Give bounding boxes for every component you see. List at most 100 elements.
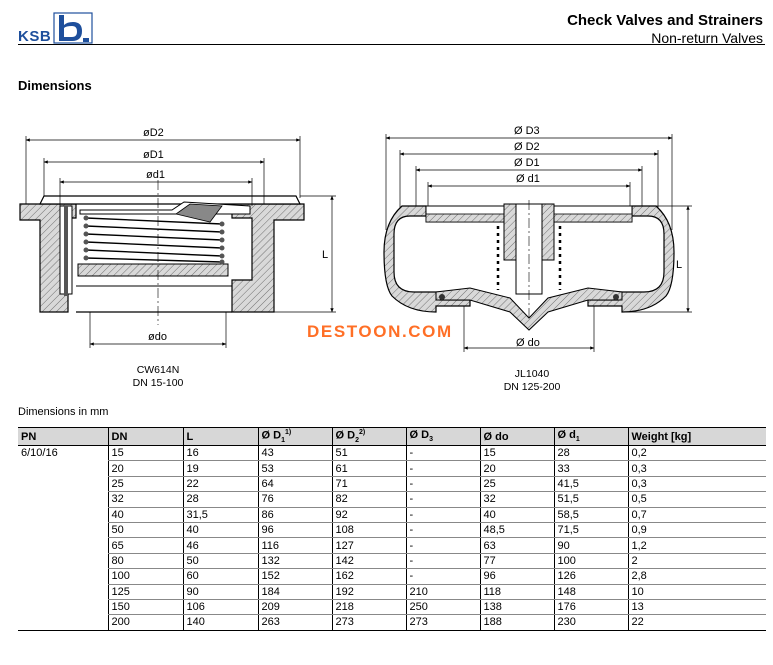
table-cell: 43 (257, 445, 332, 462)
table-cell: 0,9 (627, 522, 766, 539)
table-cell: 0,3 (627, 476, 766, 493)
table-cell: 0,2 (627, 445, 766, 462)
table-cell: 2 (627, 553, 766, 570)
table-cell: 53 (257, 460, 332, 477)
cell-pn (18, 492, 108, 507)
table-cell: 50 (107, 522, 183, 539)
table-cell: 1,2 (627, 537, 766, 554)
cell-pn (18, 569, 108, 584)
table-cell: 15 (107, 445, 183, 462)
table-cell: 273 (405, 614, 480, 631)
table-cell: 13 (627, 599, 766, 616)
table-cell: 32 (107, 491, 183, 508)
table-cell: 82 (331, 491, 406, 508)
table-cell: 142 (331, 553, 406, 570)
col-header-pn: PN (18, 427, 108, 446)
table-cell: 28 (182, 491, 258, 508)
table-cell: 10 (627, 584, 766, 600)
table-cell: 31,5 (182, 507, 258, 523)
col-header-l: L (182, 427, 258, 446)
table-cell: - (405, 491, 480, 508)
left-label-D2: øD2 (143, 127, 164, 139)
logo-text: KSB (18, 28, 52, 45)
table-cell: 61 (331, 460, 406, 477)
table-cell: 76 (257, 491, 332, 508)
table-cell: 80 (107, 553, 183, 570)
table-cell: 16 (182, 445, 258, 462)
table-cell: 22 (182, 476, 258, 493)
valve-drawings: øD2 øD1 ød1 ødo L (19, 125, 692, 352)
cell-pn (18, 522, 108, 537)
table-cell: 25 (479, 476, 554, 493)
col-header-D1: Ø D11) (257, 427, 332, 446)
table-cell: - (405, 522, 480, 539)
table-cell: 0,7 (627, 507, 766, 523)
table-cell: 250 (405, 599, 480, 616)
table-cell: 58,5 (553, 507, 628, 523)
table-cell: 118 (479, 584, 554, 600)
table-cell: 230 (553, 614, 628, 631)
cell-pn (18, 553, 108, 568)
col-header-weight: Weight [kg] (627, 427, 766, 446)
right-label-D3: Ø D3 (514, 125, 540, 137)
page-title: Check Valves and Strainers (567, 12, 763, 29)
table-cell: 210 (405, 584, 480, 600)
table-cell: 106 (182, 599, 258, 616)
cell-pn (18, 461, 108, 476)
cell-pn (18, 599, 108, 614)
right-drawing-caption: JL1040 DN 125-200 (482, 368, 582, 394)
right-label-d1: Ø d1 (516, 173, 540, 185)
table-cell: 90 (553, 537, 628, 554)
right-label-D1: Ø D1 (514, 157, 540, 169)
table-cell: 40 (479, 507, 554, 523)
table-cell: - (405, 507, 480, 523)
col-header-d1: Ø d1 (553, 427, 628, 446)
cell-pn (18, 476, 108, 491)
table-cell: 63 (479, 537, 554, 554)
table-cell: - (405, 553, 480, 570)
col-header-D3: Ø D3 (405, 427, 480, 446)
table-cell: - (405, 445, 480, 462)
table-cell: 2,8 (627, 568, 766, 585)
table-cell: 65 (107, 537, 183, 554)
table-cell: 46 (182, 537, 258, 554)
table-cell: 22 (627, 614, 766, 631)
watermark: DESTOON.COM (307, 322, 453, 341)
table-cell: 48,5 (479, 522, 554, 539)
header-title-block: Check Valves and Strainers Non-return Va… (567, 12, 763, 46)
table-cell: 86 (257, 507, 332, 523)
left-label-do: ødo (148, 331, 167, 343)
table-cell: 152 (257, 568, 332, 585)
table-cell: 41,5 (553, 476, 628, 493)
right-label-do: Ø do (516, 337, 540, 349)
table-cell: 92 (331, 507, 406, 523)
table-cell: 60 (182, 568, 258, 585)
table-cell: - (405, 476, 480, 493)
table-cell: 132 (257, 553, 332, 570)
table-cell: 40 (182, 522, 258, 539)
logo-b-mark-icon (53, 12, 93, 44)
table-cell: 209 (257, 599, 332, 616)
table-cell: - (405, 460, 480, 477)
left-label-d1: ød1 (146, 169, 165, 181)
table-cell: 90 (182, 584, 258, 600)
table-cell: 125 (107, 584, 183, 600)
left-drawing-caption: CW614N DN 15-100 (108, 364, 208, 390)
table-cell: 0,5 (627, 491, 766, 508)
left-valve-drawing (19, 136, 336, 348)
left-label-L: L (322, 249, 328, 261)
table-cell: - (405, 537, 480, 554)
table-header-row: PN DN L Ø D11) Ø D22) Ø D3 Ø do Ø d1 Wei… (18, 427, 766, 446)
table-cell: 15 (479, 445, 554, 462)
dimensions-table: PN DN L Ø D11) Ø D22) Ø D3 Ø do Ø d1 Wei… (18, 427, 766, 631)
table-cell: 138 (479, 599, 554, 616)
